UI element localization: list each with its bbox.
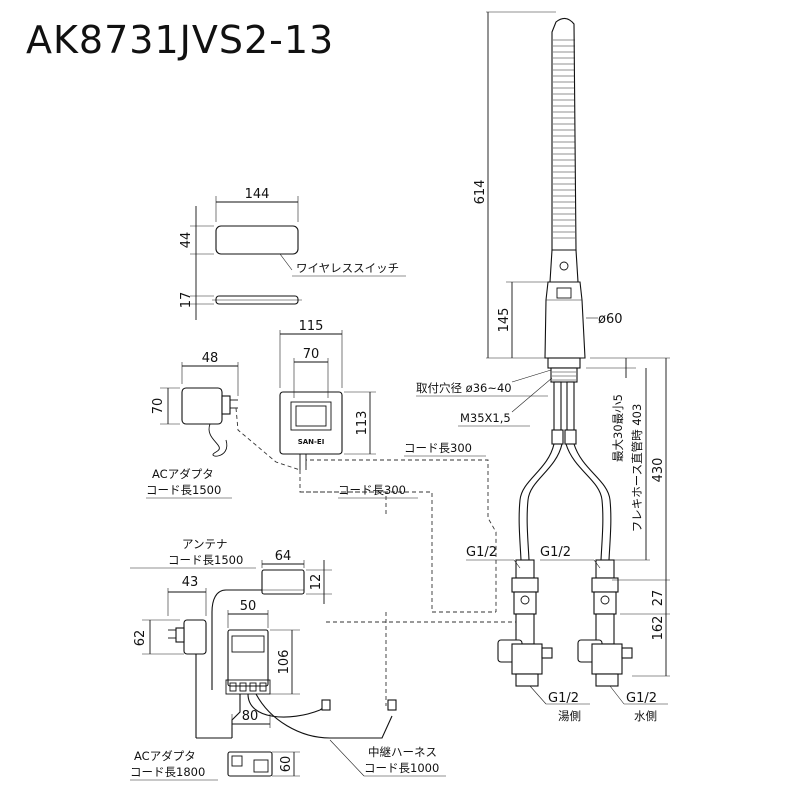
antenna-dim-height: 12 <box>309 574 324 591</box>
adapter-top-dim-height: 70 <box>151 398 166 415</box>
flex-hose-label: フレキホース直管時 403 <box>630 404 644 533</box>
adapter-bottom-dim-height: 62 <box>133 630 148 647</box>
controller-dim-depth: 80 <box>242 709 259 724</box>
adapter-top-cord: コード長1500 <box>146 483 221 497</box>
controller-dim-side: 60 <box>279 756 294 773</box>
sensor-dim-inner-width: 70 <box>303 347 320 362</box>
hot-valve-assembly <box>497 559 553 687</box>
harness-label: 中継ハーネス <box>368 745 437 759</box>
controller-dim-height: 106 <box>277 650 292 675</box>
antenna-label: アンテナ <box>182 537 228 551</box>
sensor-cords <box>299 459 516 706</box>
switch-dim-width: 144 <box>245 187 270 202</box>
thread-g-left-bottom: G1/2 <box>548 691 579 706</box>
antenna-dim-width: 64 <box>275 549 292 564</box>
thread-g-left-top: G1/2 <box>466 545 497 560</box>
ac-adapter-top <box>160 362 301 471</box>
cold-side-label: 水側 <box>634 709 657 723</box>
adapter-top-dim-width: 48 <box>202 351 219 366</box>
sensor-dim-outer-width: 115 <box>299 319 324 334</box>
dim-614: 614 <box>473 180 488 205</box>
dim-430: 430 <box>651 458 666 483</box>
dim-145: 145 <box>497 308 512 333</box>
adapter-bottom-label: ACアダプタ <box>134 749 196 763</box>
dim-max-min-thickness: 最大30最小5 <box>611 394 625 462</box>
adapter-bottom-cord: コード長1800 <box>130 765 205 779</box>
dim-diameter-60: ø60 <box>598 312 623 327</box>
dim-162: 162 <box>651 616 666 641</box>
ac-adapter-bottom <box>142 588 232 739</box>
switch-dim-height: 44 <box>179 232 194 249</box>
thread-g-right-top: G1/2 <box>540 545 571 560</box>
dim-27: 27 <box>651 590 666 607</box>
controller-dim-width: 50 <box>240 599 257 614</box>
faucet-dimensions <box>486 11 670 677</box>
cold-valve-assembly <box>577 559 633 687</box>
mount-hole-label: 取付穴径 ø36~40 <box>416 381 512 395</box>
switch-dim-thickness: 17 <box>179 292 194 309</box>
controller-unit <box>225 610 397 777</box>
sensor-brand-logo: SAN-EI <box>298 438 325 446</box>
thread-g-right-bottom: G1/2 <box>626 691 657 706</box>
adapter-bottom-dim-width: 43 <box>182 575 199 590</box>
thread-label: M35X1,5 <box>460 411 511 425</box>
flex-hoses <box>518 443 612 561</box>
faucet-body <box>544 17 586 445</box>
antenna <box>130 560 332 690</box>
adapter-top-label: ACアダプタ <box>152 467 214 481</box>
sensor-cord-label-1: コード長300 <box>404 441 472 455</box>
sensor-dim-height: 113 <box>355 411 370 436</box>
wireless-switch <box>190 196 406 320</box>
antenna-cord: コード長1500 <box>168 553 243 567</box>
sensor-unit <box>279 330 376 470</box>
wireless-switch-label: ワイヤレススイッチ <box>296 261 399 275</box>
page-title: AK8731JVS2-13 <box>26 18 335 62</box>
harness-cord: コード長1000 <box>364 761 439 775</box>
hot-side-label: 湯側 <box>558 709 581 723</box>
sensor-cord-label-2: コード長300 <box>338 483 406 497</box>
